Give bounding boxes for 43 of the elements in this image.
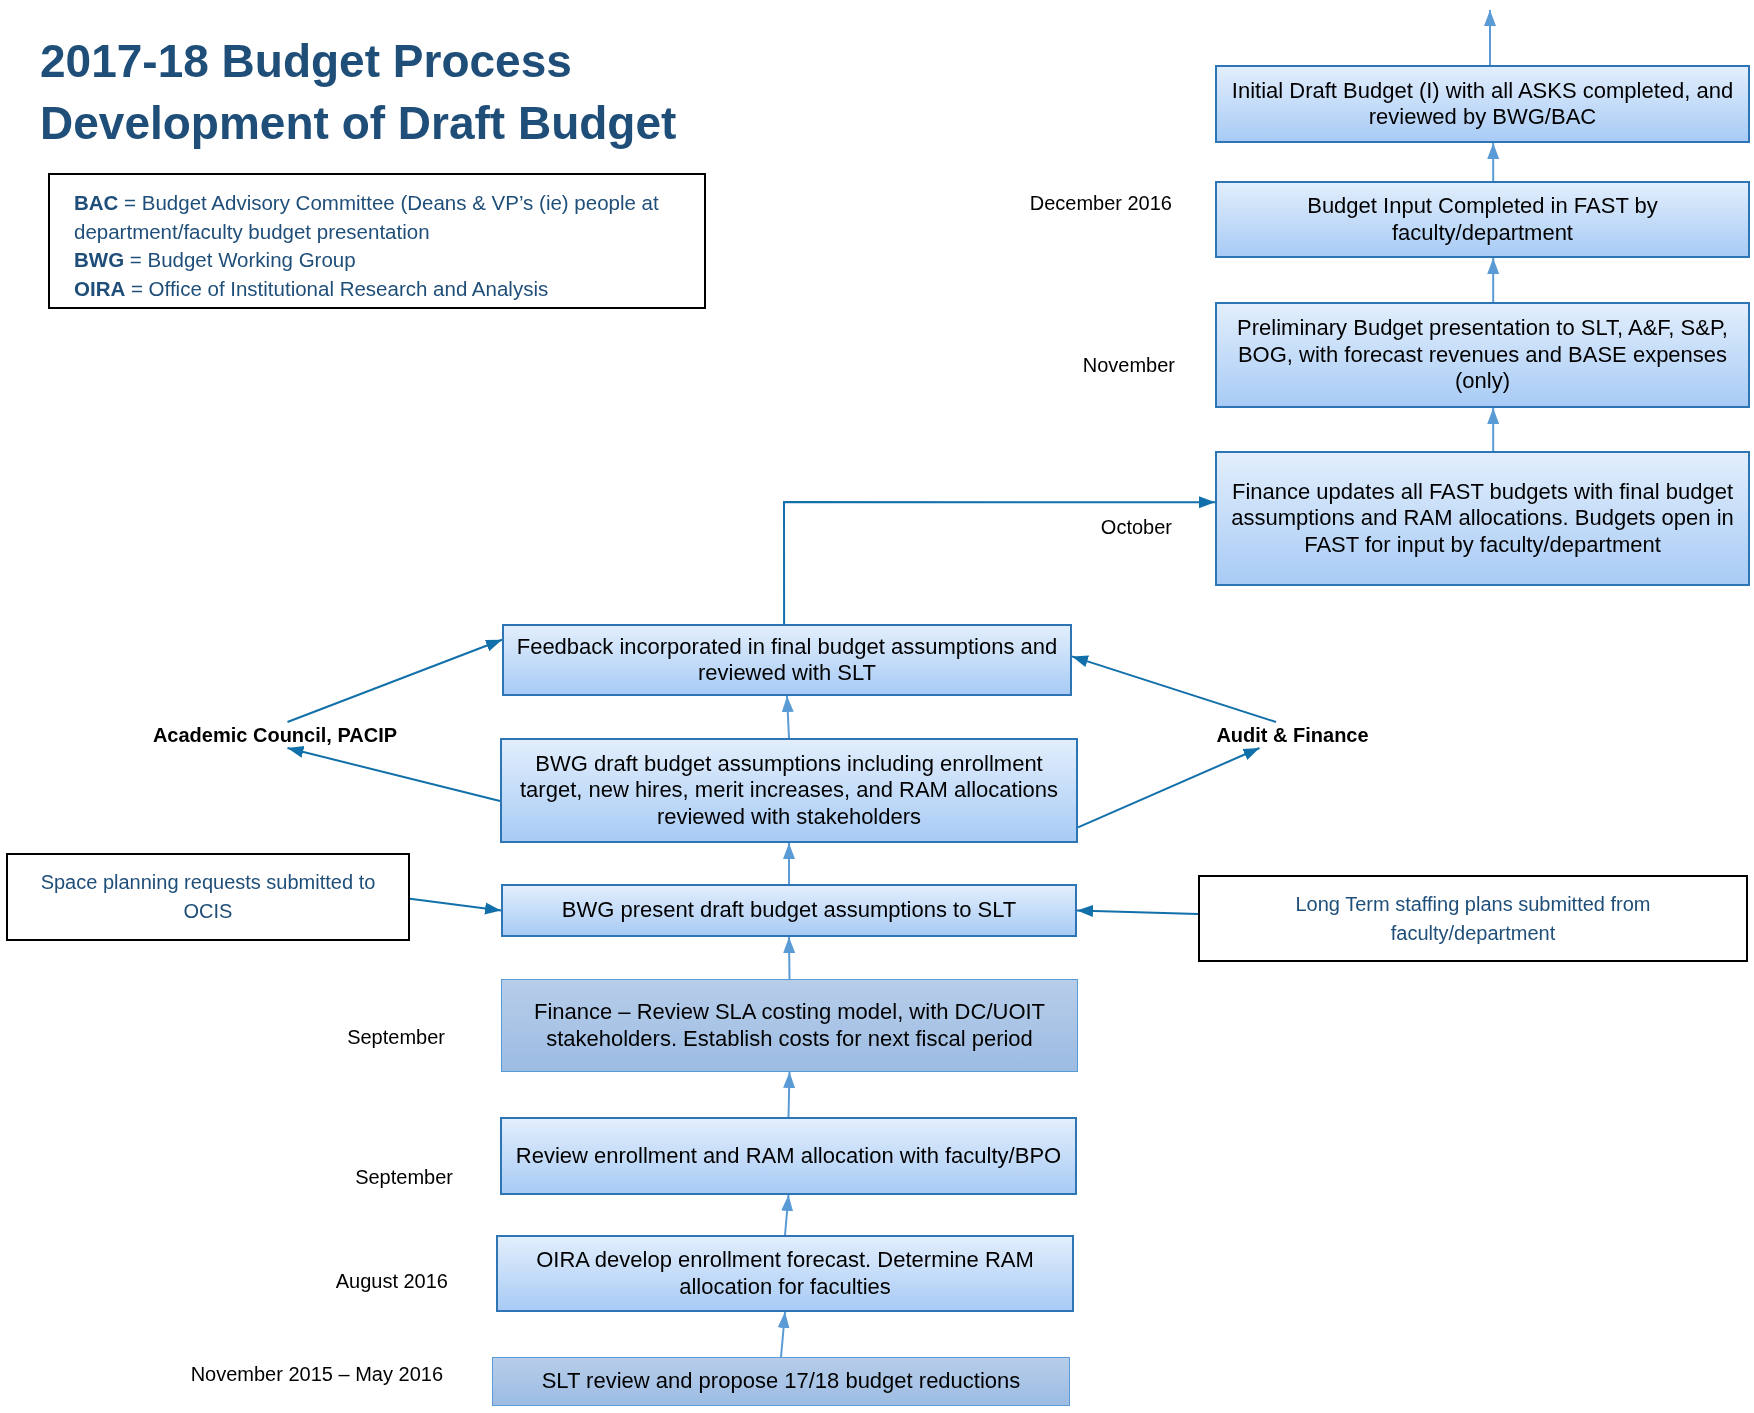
date-label: November 2015 – May 2016 <box>190 1363 443 1386</box>
date-label: September <box>347 1026 445 1049</box>
stakeholder-label: Academic Council, PACIP <box>150 722 400 748</box>
process-box: Finance updates all FAST budgets with final budget assumptions and RAM allocations. Budgets open in FAST for input by faculty/department <box>1215 451 1750 586</box>
note-box: Space planning requests submitted to OCIS <box>6 853 410 941</box>
process-box: Review enrollment and RAM allocation with faculty/BPO <box>500 1117 1077 1195</box>
arrow <box>783 496 1216 625</box>
definition-text: BWG = Budget Working Group <box>74 247 357 274</box>
arrow <box>1487 257 1500 303</box>
arrow <box>777 1311 790 1358</box>
process-box: Feedback incorporated in final budget assumptions and reviewed with SLT <box>502 624 1072 696</box>
process-box: BWG present draft budget assumptions to SLT <box>501 884 1077 937</box>
arrow <box>1071 655 1277 723</box>
date-label: December 2016 <box>1029 192 1172 215</box>
arrow <box>1484 9 1496 66</box>
stakeholder-label: Audit & Finance <box>1210 722 1375 748</box>
arrow <box>781 695 794 739</box>
arrow <box>286 746 501 802</box>
date-label: October <box>1100 516 1172 539</box>
date-label: September <box>355 1166 453 1189</box>
note-box: Long Term staffing plans submitted from faculty/department <box>1198 875 1748 962</box>
process-box: BWG draft budget assumptions including enrollment target, new hires, merit increases, and RAM allocations reviewed with stakeholders <box>500 738 1078 843</box>
process-box: Preliminary Budget presentation to SLT, A&F, S&P, BOG, with forecast revenues and BASE expenses (only) <box>1215 302 1750 408</box>
arrow <box>409 897 502 915</box>
arrow <box>781 1194 794 1236</box>
arrow <box>783 842 795 885</box>
arrow <box>1077 747 1261 829</box>
process-box: OIRA develop enrollment forecast. Determine RAM allocation for faculties <box>496 1235 1074 1312</box>
date-label: November <box>1082 354 1175 377</box>
definition-text: BAC = Budget Advisory Committee (Deans & VP’s (ie) people at department/faculty budget presentation <box>74 190 660 245</box>
arrow <box>1487 407 1500 452</box>
arrow <box>1076 905 1199 917</box>
arrow <box>783 936 796 980</box>
definition-text: OIRA = Office of Institutional Research and Analysis <box>74 276 550 303</box>
arrow <box>783 1071 796 1118</box>
arrow <box>286 638 503 723</box>
process-box: Budget Input Completed in FAST by faculty/department <box>1215 181 1750 258</box>
process-box: SLT review and propose 17/18 budget reductions <box>492 1357 1070 1406</box>
diagram-title: 2017-18 Budget Process Development of Draft Budget <box>40 34 678 152</box>
arrow <box>1487 142 1500 182</box>
date-label: August 2016 <box>335 1270 448 1293</box>
process-box: Initial Draft Budget (I) with all ASKS completed, and reviewed by BWG/BAC <box>1215 65 1750 143</box>
process-box: Finance – Review SLA costing model, with DC/UOIT stakeholders. Establish costs for next fiscal period <box>501 979 1078 1072</box>
